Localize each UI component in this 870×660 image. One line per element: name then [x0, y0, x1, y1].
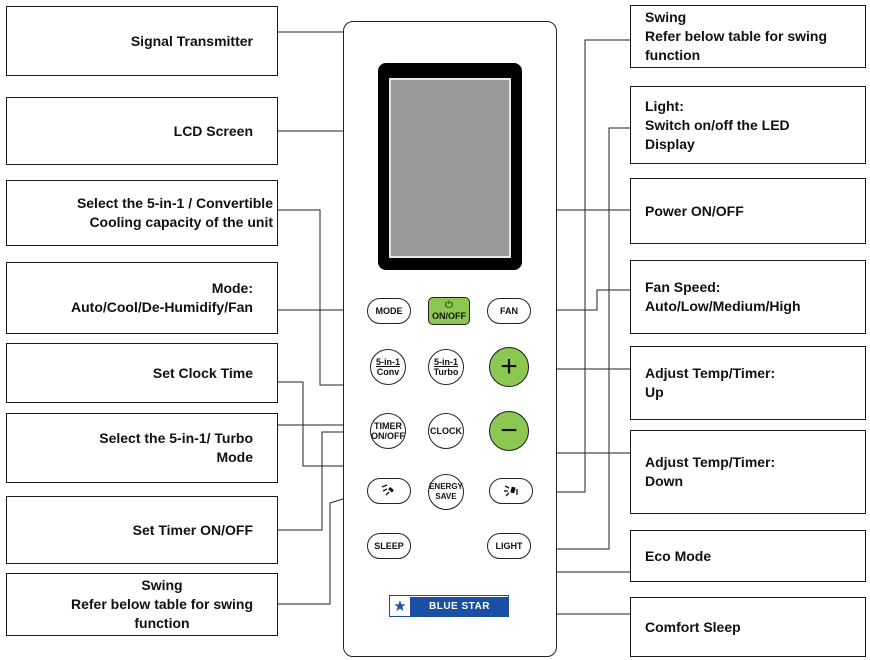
- swing-left-icon: [381, 484, 394, 496]
- callout-temp-down: Adjust Temp/Timer: Down: [630, 430, 866, 514]
- callout-swing-left: Swing Refer below table for swing functi…: [6, 573, 278, 636]
- conv-bottom-label: Conv: [376, 367, 400, 377]
- swing-right-button[interactable]: [489, 478, 533, 504]
- callout-text: Signal Transmitter: [130, 32, 253, 49]
- star-icon: ★: [390, 596, 411, 616]
- callout-text: Adjust Temp/Timer: Down: [645, 454, 776, 489]
- temp-down-button[interactable]: −: [489, 411, 529, 451]
- mode-button[interactable]: MODE: [367, 298, 411, 324]
- conv-button[interactable]: 5-in-1 Conv: [370, 349, 406, 385]
- light-label: LIGHT: [495, 541, 523, 551]
- energy-top-label: ENERGY: [429, 482, 463, 491]
- turbo-bottom-label: Turbo: [433, 367, 459, 377]
- power-button[interactable]: ⏻ ON/OFF: [428, 297, 470, 325]
- callout-text: Set Timer ON/OFF: [132, 521, 253, 538]
- power-icon: ⏻: [445, 300, 453, 311]
- callout-eco-mode: Eco Mode: [630, 530, 866, 582]
- plus-icon: +: [500, 350, 518, 383]
- timer-bottom-label: ON/OFF: [371, 431, 405, 441]
- callout-power: Power ON/OFF: [630, 178, 866, 244]
- turbo-top-label: 5-in-1: [433, 357, 458, 367]
- callout-temp-up: Adjust Temp/Timer: Up: [630, 346, 866, 420]
- brand-logo: ★ BLUE STAR: [389, 595, 509, 617]
- temp-up-button[interactable]: +: [489, 347, 529, 387]
- callout-text: Comfort Sleep: [645, 618, 741, 635]
- brand-name: BLUE STAR: [411, 596, 508, 616]
- light-button[interactable]: LIGHT: [487, 533, 531, 559]
- callout-select-turbo: Select the 5-in-1/ Turbo Mode: [6, 413, 278, 483]
- clock-button[interactable]: CLOCK: [428, 413, 464, 449]
- callout-text: Swing Refer below table for swing functi…: [70, 577, 253, 631]
- callout-set-timer: Set Timer ON/OFF: [6, 496, 278, 564]
- callout-text: Swing Refer below table for swing functi…: [645, 9, 828, 63]
- sleep-label: SLEEP: [374, 541, 404, 551]
- swing-right-icon: [504, 485, 518, 497]
- timer-button[interactable]: TIMER ON/OFF: [370, 413, 406, 449]
- timer-top-label: TIMER: [374, 421, 402, 431]
- wire-light: [530, 127, 630, 550]
- sleep-button[interactable]: SLEEP: [367, 533, 411, 559]
- energy-save-button[interactable]: ENERGY SAVE: [428, 474, 464, 510]
- wire-swing-right: [555, 39, 630, 493]
- energy-bottom-label: SAVE: [435, 492, 457, 501]
- callout-lcd-screen: LCD Screen: [6, 97, 278, 165]
- swing-left-button[interactable]: [367, 478, 411, 504]
- callout-text: Light: Switch on/off the LED Display: [645, 97, 790, 152]
- wire-fan-speed: [532, 289, 630, 311]
- callout-signal-transmitter: Signal Transmitter: [6, 6, 278, 76]
- callout-set-clock: Set Clock Time: [6, 343, 278, 403]
- callout-light: Light: Switch on/off the LED Display: [630, 86, 866, 164]
- lcd-screen: [389, 78, 511, 258]
- fan-button[interactable]: FAN: [487, 298, 531, 324]
- callout-text: Select the 5-in-1 / Convertible Cooling …: [76, 195, 273, 230]
- minus-icon: −: [500, 414, 518, 447]
- callout-comfort-sleep: Comfort Sleep: [630, 597, 866, 657]
- power-label: ON/OFF: [432, 311, 466, 321]
- callout-text: Set Clock Time: [152, 364, 253, 381]
- callout-text: Mode: Auto/Cool/De-Humidify/Fan: [71, 280, 253, 315]
- mode-label: MODE: [375, 306, 403, 316]
- conv-top-label: 5-in-1: [375, 357, 400, 367]
- callout-text: Select the 5-in-1/ Turbo Mode: [99, 430, 253, 465]
- callout-text: Fan Speed: Auto/Low/Medium/High: [645, 279, 801, 314]
- fan-label: FAN: [500, 306, 518, 316]
- callout-text: Eco Mode: [645, 547, 712, 564]
- turbo-button[interactable]: 5-in-1 Turbo: [428, 349, 464, 385]
- callout-text: Adjust Temp/Timer: Up: [645, 365, 776, 400]
- callout-text: LCD Screen: [173, 122, 253, 139]
- callout-mode: Mode: Auto/Cool/De-Humidify/Fan: [6, 262, 278, 334]
- callout-fan-speed: Fan Speed: Auto/Low/Medium/High: [630, 260, 866, 334]
- clock-label: CLOCK: [430, 426, 462, 436]
- callout-text: Power ON/OFF: [645, 202, 744, 219]
- callout-swing-right: Swing Refer below table for swing functi…: [630, 5, 866, 68]
- callout-select-conv: Select the 5-in-1 / Convertible Cooling …: [6, 180, 278, 246]
